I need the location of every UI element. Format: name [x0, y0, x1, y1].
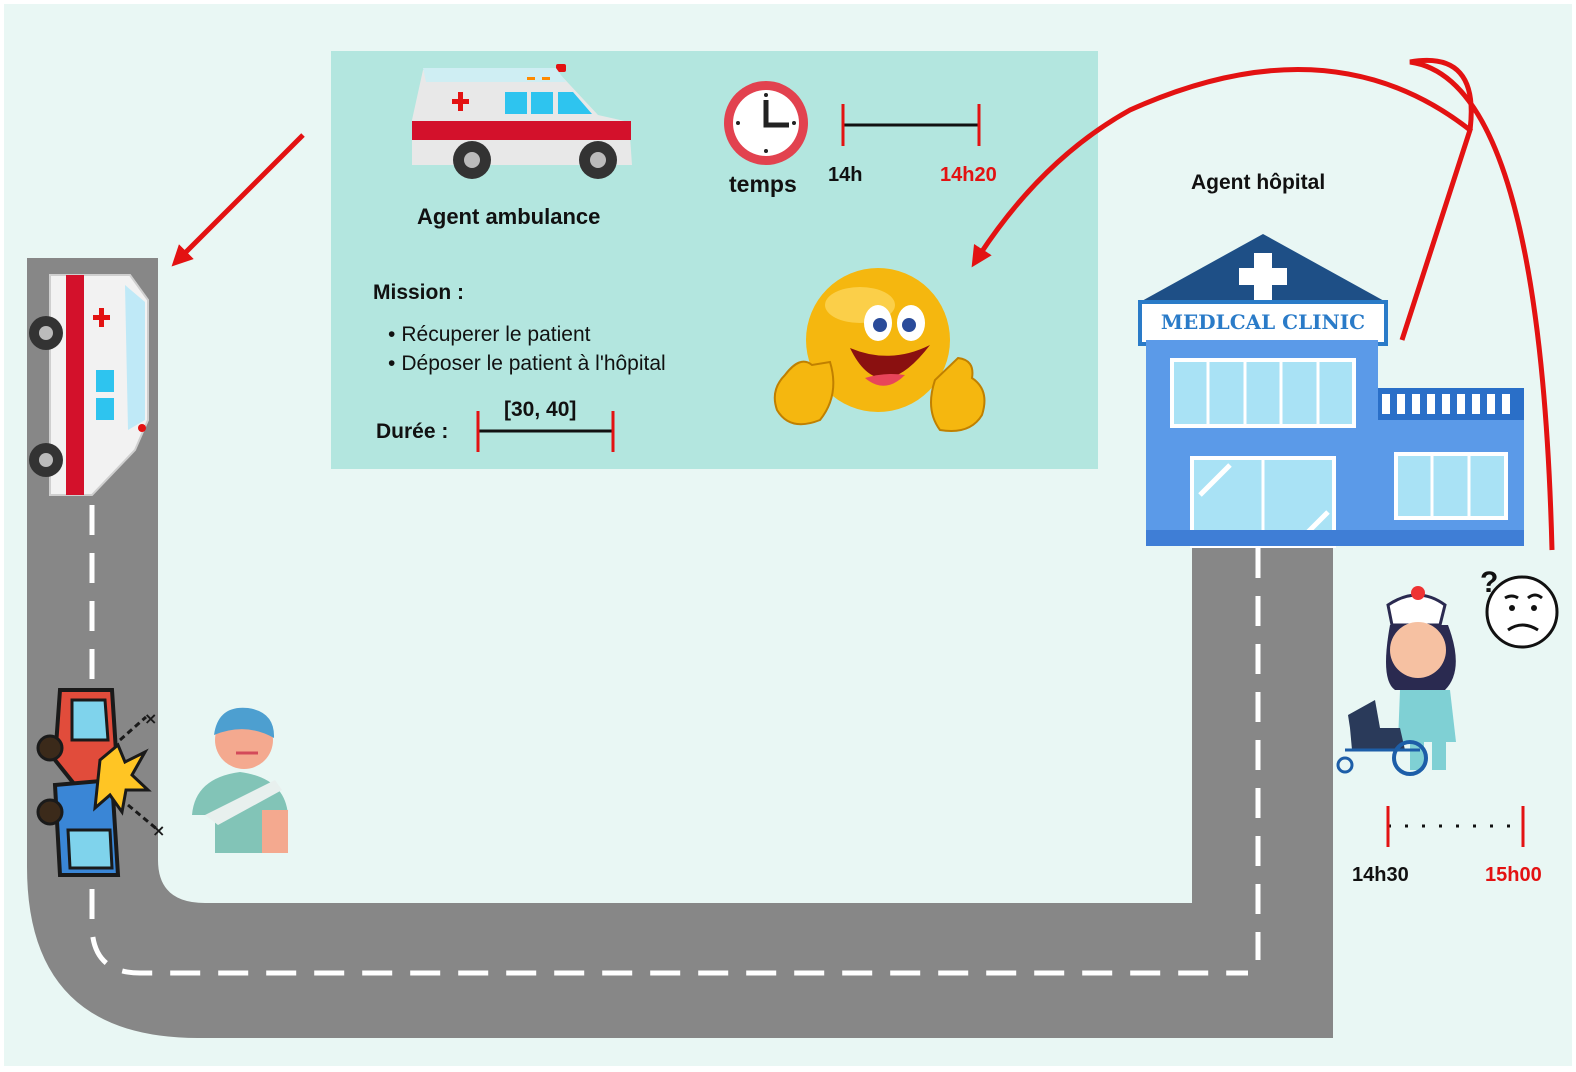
ambulance-time-start: 14h	[828, 164, 863, 186]
car-crash-icon: × ×	[36, 688, 165, 877]
road	[27, 258, 1333, 1038]
svg-text:?: ?	[1480, 566, 1498, 599]
duration-label: Durée :	[376, 420, 449, 443]
hospital-sign-text: MEDLCAL CLINIC	[1160, 310, 1366, 334]
hospital-time-start: 14h30	[1352, 864, 1409, 886]
ambulance-agent-label: Agent ambulance	[417, 204, 601, 229]
ambulance-topdown-icon	[29, 274, 149, 496]
thumbs-up-smiley-icon	[773, 268, 986, 432]
mission-item-dropoff: Déposer le patient à l'hôpital	[388, 349, 665, 378]
hospital-agent-label: Agent hôpital	[1191, 171, 1326, 194]
hospital-icon	[1138, 234, 1524, 548]
mission-heading: Mission :	[373, 281, 465, 304]
svg-text:×: ×	[152, 821, 165, 840]
ambulance-icon	[412, 64, 632, 179]
nurse-wheelchair-icon	[1336, 586, 1456, 776]
duration-interval	[476, 411, 615, 452]
injured-patient-icon	[192, 707, 288, 853]
ambulance-time-interval	[841, 104, 981, 146]
clock-icon	[724, 81, 808, 165]
time-label: temps	[729, 171, 797, 197]
mission-item-pickup: Récuperer le patient	[388, 320, 666, 349]
mission-list: Récuperer le patient Déposer le patient …	[388, 320, 666, 378]
confused-face-icon: ?	[1480, 566, 1559, 649]
hospital-time-end: 15h00	[1485, 864, 1542, 886]
ambulance-time-end: 14h20	[940, 164, 997, 186]
duration-range: [30, 40]	[504, 398, 577, 421]
svg-text:×: ×	[144, 709, 157, 728]
arrow-to-ambulance	[171, 133, 305, 267]
hospital-time-interval	[1386, 806, 1525, 847]
arrow-hospital-to-smiley	[971, 67, 1473, 341]
arrow-to-confused-face	[1409, 58, 1555, 551]
